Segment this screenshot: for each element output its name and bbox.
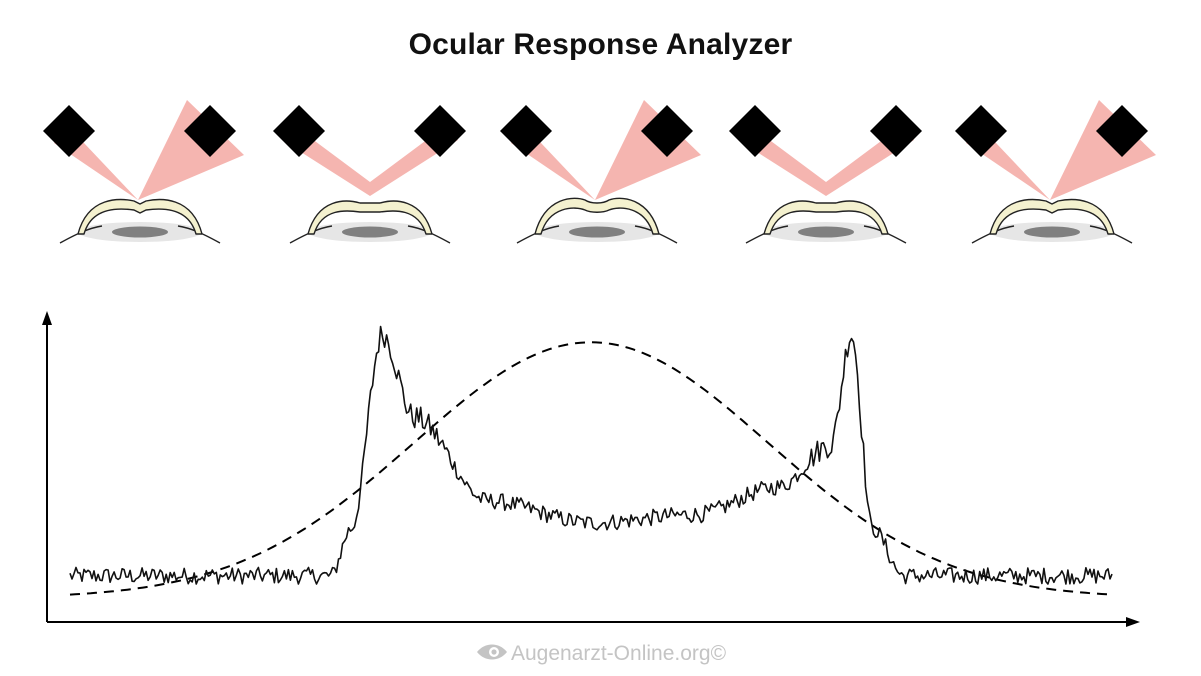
- stage-4: [729, 105, 922, 244]
- pupil: [112, 226, 168, 238]
- response-chart: [42, 311, 1140, 627]
- stage-2: [273, 105, 466, 244]
- stage-3: [500, 100, 701, 244]
- pressure-curve-dashed: [69, 341, 1113, 596]
- emitter-icon: [43, 105, 95, 157]
- credit-text: Augenarzt-Online.org©: [510, 642, 727, 665]
- pupil: [798, 226, 854, 238]
- credit-line: Augenarzt-Online.org©: [0, 642, 1201, 666]
- eye-logo-icon: [476, 644, 507, 660]
- y-axis-arrow: [42, 311, 52, 325]
- x-axis-arrow: [1126, 617, 1140, 627]
- cornea: [534, 197, 660, 235]
- pupil: [342, 226, 398, 238]
- stage-row: [43, 100, 1156, 244]
- emitter-icon: [729, 105, 781, 157]
- applanation-signal-curve: [69, 325, 1113, 585]
- reflected-beam-spread: [138, 100, 244, 200]
- cornea: [77, 198, 203, 235]
- cornea: [307, 200, 433, 235]
- stage-1: [43, 100, 244, 244]
- detector-icon: [414, 105, 466, 157]
- detector-icon: [870, 105, 922, 157]
- pupil: [1024, 226, 1080, 238]
- emitter-icon: [955, 105, 1007, 157]
- pupil: [569, 226, 625, 238]
- reflected-beam-spread: [1050, 100, 1156, 200]
- detector-icon: [184, 105, 236, 157]
- cornea: [989, 198, 1115, 235]
- emitter-icon: [273, 105, 325, 157]
- stage-5: [955, 100, 1156, 244]
- reflected-beam-spread: [595, 100, 701, 200]
- emitter-icon: [500, 105, 552, 157]
- detector-icon: [1096, 105, 1148, 157]
- page-title: Ocular Response Analyzer: [408, 28, 793, 61]
- cornea: [763, 200, 889, 235]
- detector-icon: [641, 105, 693, 157]
